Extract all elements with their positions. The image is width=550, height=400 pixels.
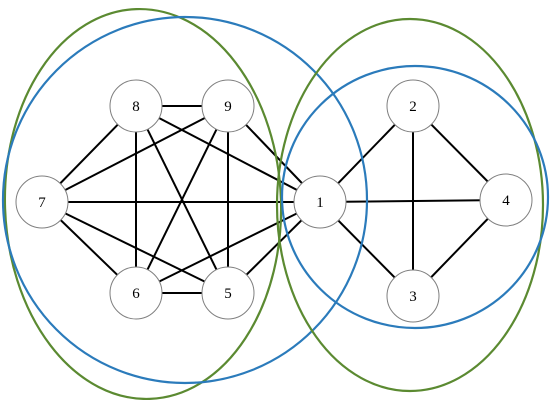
node-3: 3: [386, 269, 440, 323]
node-circle: [109, 266, 163, 320]
cluster-right-blue: [280, 64, 550, 330]
edge-6-1: [135, 201, 321, 294]
clusters-layer: [1, 7, 550, 400]
edge-7-5: [41, 201, 229, 294]
node-5: 5: [201, 266, 255, 320]
node-label: 4: [502, 193, 510, 209]
node-label: 5: [224, 286, 232, 302]
node-circle: [479, 173, 533, 227]
node-2: 2: [386, 79, 440, 133]
edge-9-7: [41, 105, 229, 203]
node-label: 1: [316, 195, 324, 211]
node-circle: [293, 175, 347, 229]
node-circle: [201, 79, 255, 133]
node-6: 6: [109, 266, 163, 320]
node-label: 6: [132, 286, 140, 302]
node-label: 9: [224, 99, 232, 115]
node-4: 4: [479, 173, 533, 227]
node-circle: [386, 269, 440, 323]
node-circle: [386, 79, 440, 133]
node-9: 9: [201, 79, 255, 133]
cluster-left-blue: [1, 15, 369, 385]
nodes-layer: 1 2 3 4 5 6 7 8 9: [15, 79, 533, 323]
cluster-right-green: [275, 17, 545, 393]
node-circle: [201, 266, 255, 320]
cluster-left-green: [3, 7, 283, 400]
node-8: 8: [109, 79, 163, 133]
node-7: 7: [15, 175, 69, 229]
node-1: 1: [293, 175, 347, 229]
node-label: 7: [38, 195, 46, 211]
edge-9-6: [135, 105, 229, 294]
node-label: 3: [409, 289, 417, 305]
node-label: 2: [409, 99, 417, 115]
node-label: 8: [132, 99, 140, 115]
node-circle: [109, 79, 163, 133]
node-circle: [15, 175, 69, 229]
